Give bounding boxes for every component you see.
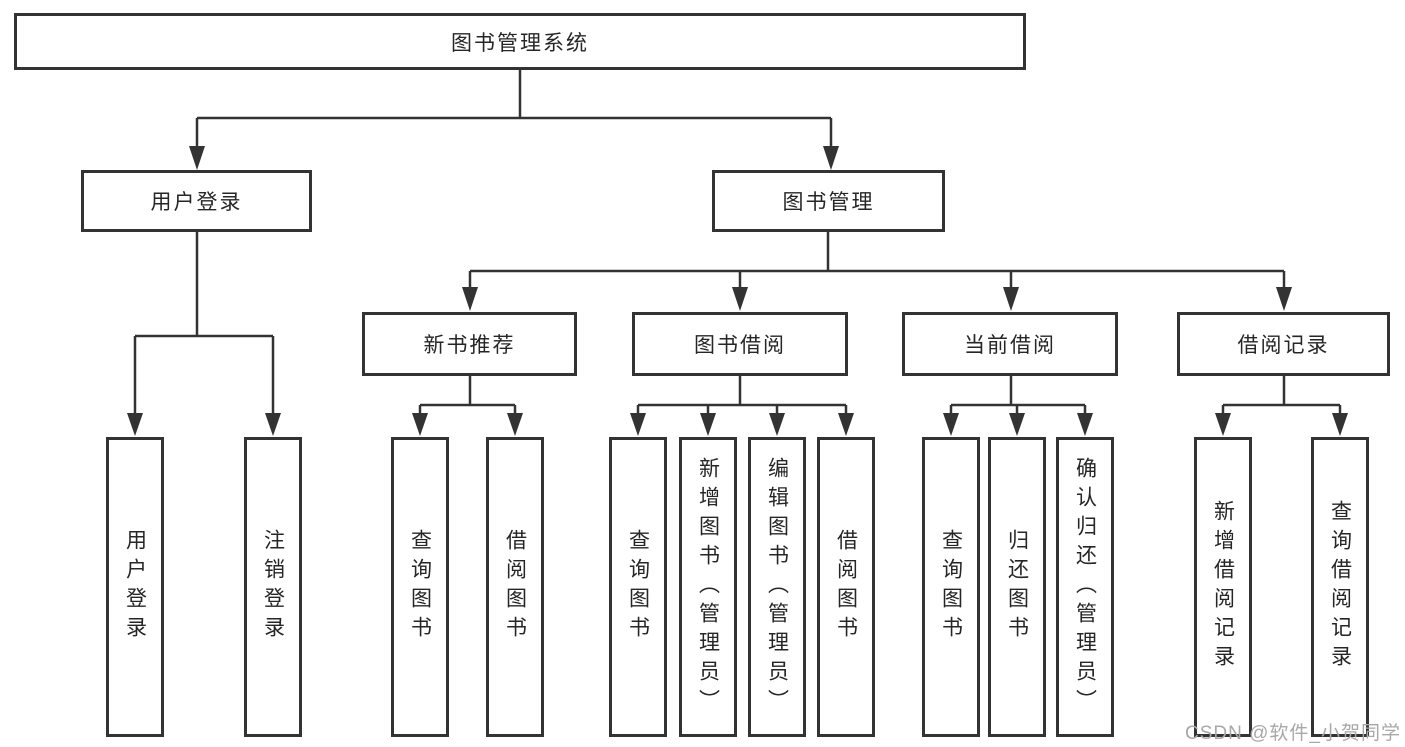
leaf-query-borrow-record: 查询借阅记录 — [1311, 437, 1369, 737]
node-current-borrow: 当前借阅 — [902, 312, 1118, 376]
leaf-query-books-borrow: 查询图书 — [609, 437, 667, 737]
leaf-logout: 注销登录 — [244, 437, 302, 737]
node-book-borrow: 图书借阅 — [632, 312, 848, 376]
leaf-borrow-books-recommend: 借阅图书 — [486, 437, 544, 737]
watermark: CSDN @软件_小贺同学 — [1185, 723, 1401, 744]
connector-book-borrow-children — [636, 376, 848, 416]
node-book-management-group: 图书管理 — [712, 170, 945, 232]
node-root-system-title: 图书管理系统 — [14, 13, 1026, 70]
connector-book-management-to-level3 — [468, 232, 1286, 291]
leaf-user-login: 用户登录 — [106, 437, 164, 737]
node-borrow-records: 借阅记录 — [1177, 312, 1390, 376]
node-user-login-group: 用户登录 — [81, 170, 312, 232]
connector-new-book-recommend-children — [418, 376, 517, 416]
arrowheads-level3 — [462, 287, 1292, 311]
arrowheads-root-to-level2 — [189, 146, 839, 170]
leaf-add-borrow-record: 新增借阅记录 — [1194, 437, 1252, 737]
arrowheads-borrow-records-children — [1215, 413, 1348, 436]
leaf-add-book-admin: 新增图书（管理员） — [679, 437, 737, 737]
leaf-borrow-books-borrow: 借阅图书 — [817, 437, 875, 737]
leaf-confirm-return-admin: 确认归还（管理员） — [1056, 437, 1114, 737]
node-new-book-recommend: 新书推荐 — [362, 312, 577, 376]
connector-root-to-level2 — [195, 70, 833, 150]
arrowheads-current-borrow-children — [943, 413, 1093, 436]
connector-current-borrow-children — [949, 376, 1087, 416]
arrowheads-user-login-children — [127, 413, 281, 436]
connector-user-login-children — [133, 232, 275, 416]
leaf-query-books-current: 查询图书 — [922, 437, 980, 737]
arrowheads-book-borrow-children — [630, 413, 854, 436]
connector-borrow-records-children — [1221, 376, 1342, 416]
leaf-return-book: 归还图书 — [988, 437, 1046, 737]
arrowheads-new-book-recommend-children — [412, 413, 523, 436]
leaf-query-books-recommend: 查询图书 — [391, 437, 449, 737]
leaf-edit-book-admin: 编辑图书（管理员） — [748, 437, 806, 737]
